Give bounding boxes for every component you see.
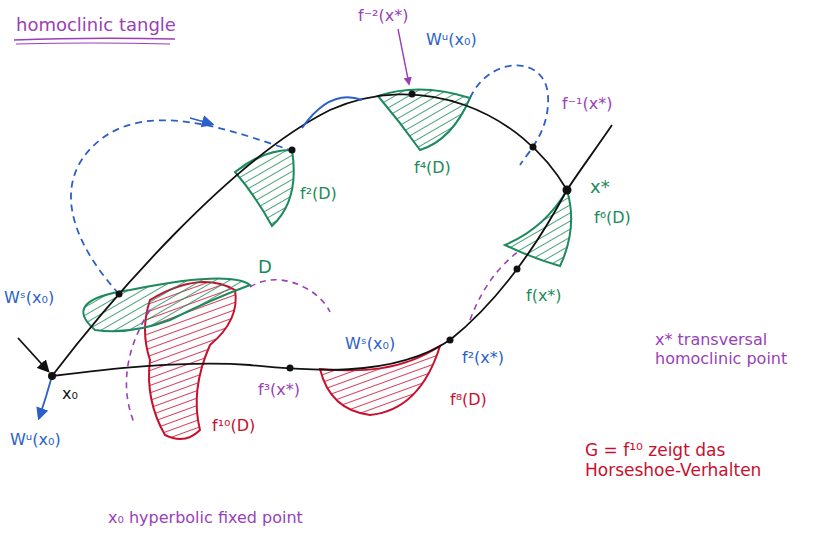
math-label: f⁸(D) bbox=[450, 390, 487, 409]
unstable-dashed bbox=[71, 120, 290, 294]
title-underline bbox=[14, 38, 175, 40]
diagram-title: homoclinic tangle bbox=[16, 14, 176, 35]
math-label: f⁴(D) bbox=[414, 158, 451, 177]
unstable-arrow bbox=[39, 376, 52, 418]
math-label: f⁶(D) bbox=[594, 208, 631, 227]
orbit-point bbox=[116, 291, 123, 298]
math-label: f⁻²(x*) bbox=[358, 6, 408, 25]
manifold-curve bbox=[52, 94, 567, 376]
math-label: f⁻¹(x*) bbox=[562, 94, 612, 113]
lobe-f2 bbox=[235, 150, 294, 226]
math-label: f(x*) bbox=[526, 286, 562, 305]
orbit-point bbox=[289, 147, 296, 154]
orbit-point bbox=[530, 144, 537, 151]
orbit-points bbox=[48, 91, 572, 381]
dashed-continuation bbox=[126, 310, 150, 425]
unstable-arrow bbox=[190, 118, 212, 124]
orbit-point bbox=[514, 266, 521, 273]
dashed-continuation bbox=[250, 280, 330, 312]
lobe-d bbox=[83, 279, 250, 332]
math-label: f²(x*) bbox=[462, 348, 504, 367]
unstable-dashed bbox=[470, 65, 548, 165]
math-label: D bbox=[258, 256, 272, 278]
math-label: f²(D) bbox=[300, 184, 337, 203]
math-label: x₀ hyperbolic fixed point bbox=[108, 508, 303, 527]
math-label: Wˢ(x₀) bbox=[345, 334, 395, 353]
dashed-continuation bbox=[470, 250, 520, 320]
lobe-f8 bbox=[320, 346, 440, 415]
math-label: Wᵘ(x₀) bbox=[426, 30, 477, 49]
manifold-curve bbox=[52, 125, 612, 376]
math-label: Wᵘ(x₀) bbox=[10, 430, 61, 449]
homoclinic-point bbox=[563, 186, 572, 195]
orbit-point bbox=[447, 337, 454, 344]
fixed-point bbox=[48, 372, 56, 380]
math-label: f³(x*) bbox=[258, 380, 300, 399]
orbit-point bbox=[409, 91, 416, 98]
math-label: x* bbox=[590, 176, 610, 198]
math-label: x* transversal homoclinic point bbox=[655, 330, 815, 368]
unstable-bump bbox=[302, 97, 362, 128]
math-label: Wˢ(x₀) bbox=[4, 288, 54, 307]
stable-arrow bbox=[18, 338, 48, 371]
title-underline bbox=[16, 43, 170, 44]
math-label: G = f¹⁰ zeigt das Horseshoe-Verhalten bbox=[585, 440, 785, 481]
math-label: x₀ bbox=[62, 384, 78, 403]
math-label: f¹⁰(D) bbox=[212, 416, 255, 435]
orbit-point bbox=[287, 365, 294, 372]
leader-line bbox=[398, 29, 409, 84]
lobe-f4 bbox=[378, 89, 470, 150]
